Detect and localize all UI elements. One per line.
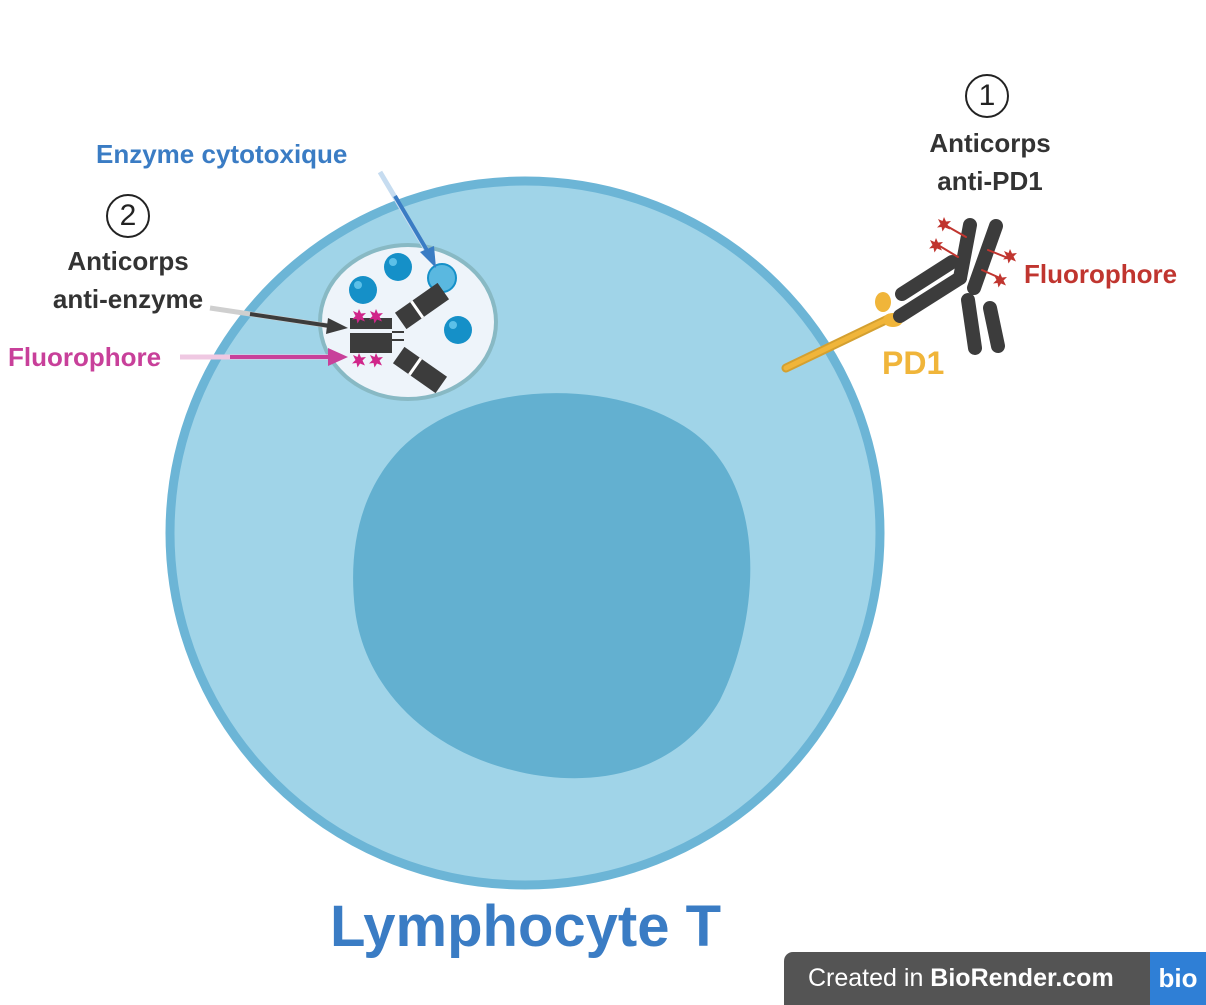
- pd1-label: PD1: [882, 345, 945, 381]
- created-in-text: Created in: [808, 964, 931, 992]
- antibody1-label: Anticorps anti-PD1: [890, 124, 1090, 200]
- enzyme-sphere: [349, 276, 377, 304]
- fluorophore-left-label: Fluorophore: [8, 342, 162, 372]
- antibody2-number: 2: [106, 194, 150, 238]
- lymphocyte-cell: [165, 176, 885, 890]
- fluorophore-right-label: Fluorophore: [1024, 259, 1178, 289]
- antibody2-line1: Anticorps: [67, 246, 189, 276]
- antibody1-number: 1: [965, 74, 1009, 118]
- enzyme-label: Enzyme cytotoxique: [96, 139, 348, 169]
- brand-text: BioRender.com: [930, 964, 1114, 992]
- enzyme-sphere: [384, 253, 412, 281]
- antibody2-label: Anticorps anti-enzyme: [28, 242, 228, 318]
- anti-enzyme-arrow: [209, 305, 348, 334]
- biorender-badge[interactable]: Created in BioRender.com bio: [784, 952, 1206, 1005]
- anti-enzyme-antibody: [350, 309, 404, 368]
- vesicle: [318, 243, 498, 401]
- fluorophore-arrow: [180, 348, 348, 366]
- antibody2-line2: anti-enzyme: [52, 284, 204, 314]
- antibody1-line2: anti-PD1: [937, 166, 1043, 196]
- cell-label: Lymphocyte T: [330, 894, 722, 959]
- anti-pd1-antibody: [893, 218, 1009, 355]
- nucleus: [353, 393, 751, 779]
- antibody1-line1: Anticorps: [929, 128, 1051, 158]
- enzyme-arrow: [377, 170, 436, 268]
- biorender-badge-text: Created in BioRender.com: [784, 964, 1150, 993]
- biorender-logo-icon: bio: [1150, 952, 1206, 1005]
- enzyme-sphere: [444, 316, 472, 344]
